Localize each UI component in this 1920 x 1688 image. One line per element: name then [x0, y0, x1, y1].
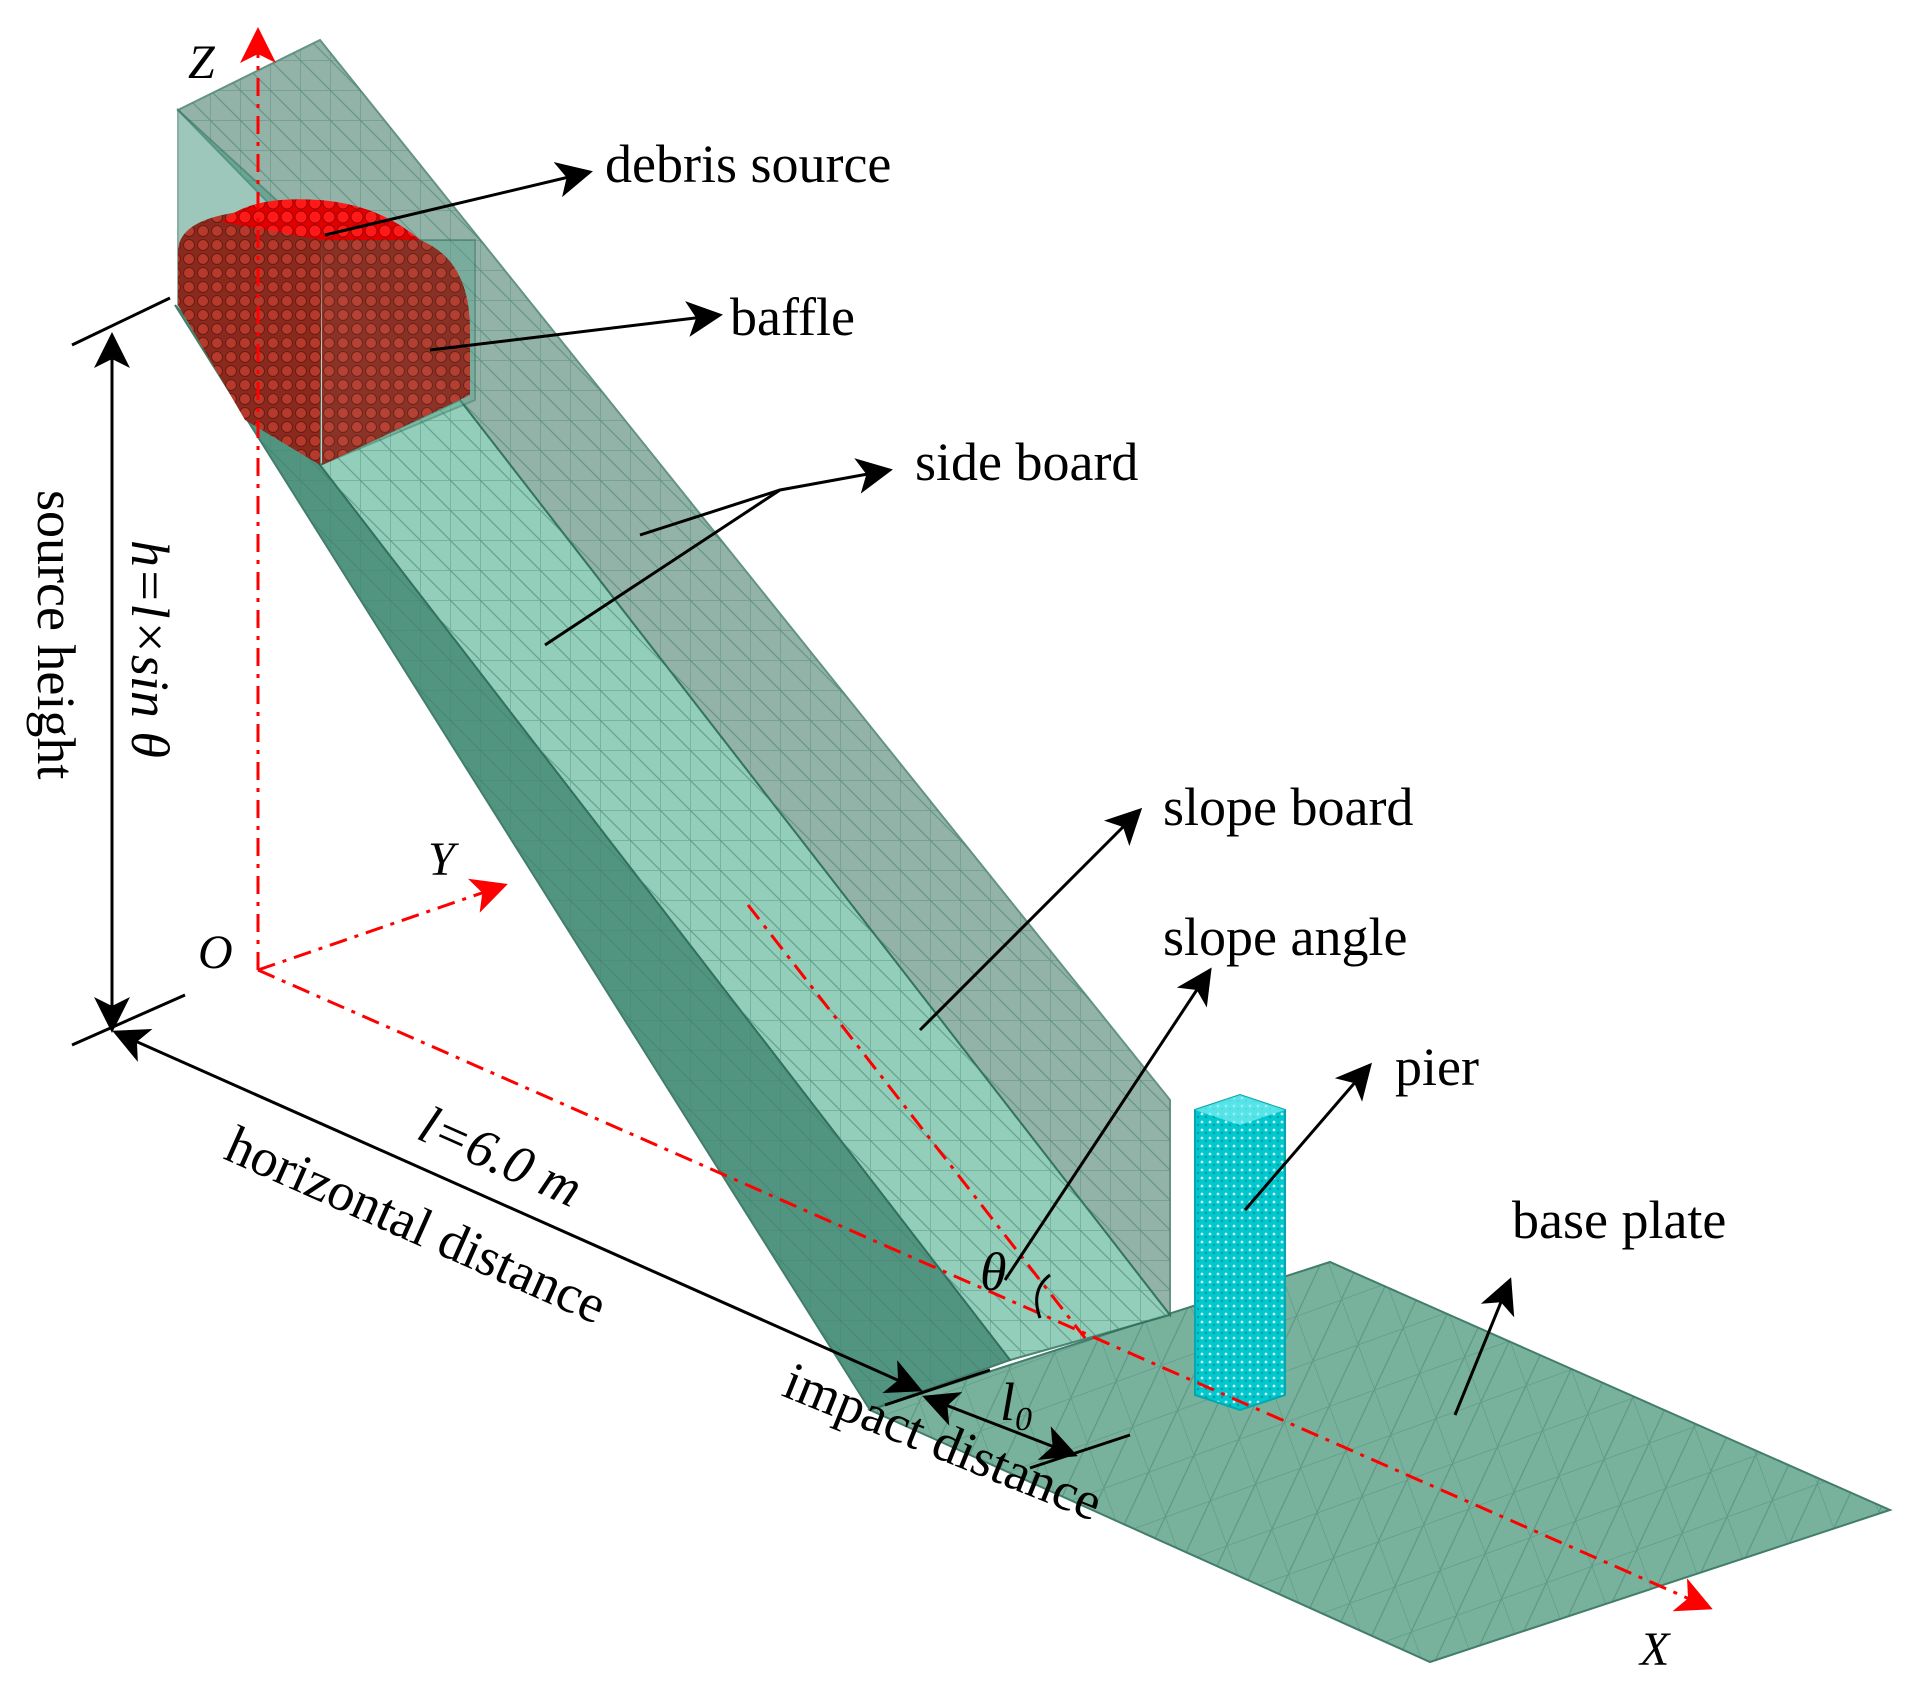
debris-source	[178, 199, 470, 465]
horizontal-distance-dimension	[112, 1028, 923, 1394]
slope-angle-arc	[1035, 1273, 1051, 1319]
origin-label: O	[198, 926, 233, 979]
baffle-label: baffle	[730, 287, 855, 347]
z-axis-label: Z	[188, 36, 216, 89]
theta-label: θ	[980, 1242, 1007, 1302]
source-height-label: source height	[26, 490, 86, 779]
leader-lines	[324, 162, 1515, 1416]
side-board-label: side board	[915, 432, 1138, 492]
length-formula-label: l=6.0 m	[410, 1094, 591, 1219]
slope-board-label: slope board	[1163, 777, 1413, 837]
y-axis-label: Y	[428, 833, 459, 886]
y-axis	[257, 878, 508, 972]
base-plate-label: base plate	[1512, 1190, 1726, 1250]
impact-symbol-label: l0	[1000, 1372, 1032, 1438]
pier	[1194, 1093, 1286, 1412]
pier-label: pier	[1395, 1037, 1479, 1097]
x-axis-label: X	[1638, 1623, 1671, 1676]
x-axis	[257, 968, 1713, 1612]
height-formula-label: h=l×sin θ	[120, 540, 180, 758]
impact-distance-dimension	[922, 1392, 1078, 1460]
dimension-lines	[71, 296, 1131, 1470]
slope-angle-label: slope angle	[1163, 907, 1407, 967]
debris-source-label: debris source	[605, 134, 891, 194]
